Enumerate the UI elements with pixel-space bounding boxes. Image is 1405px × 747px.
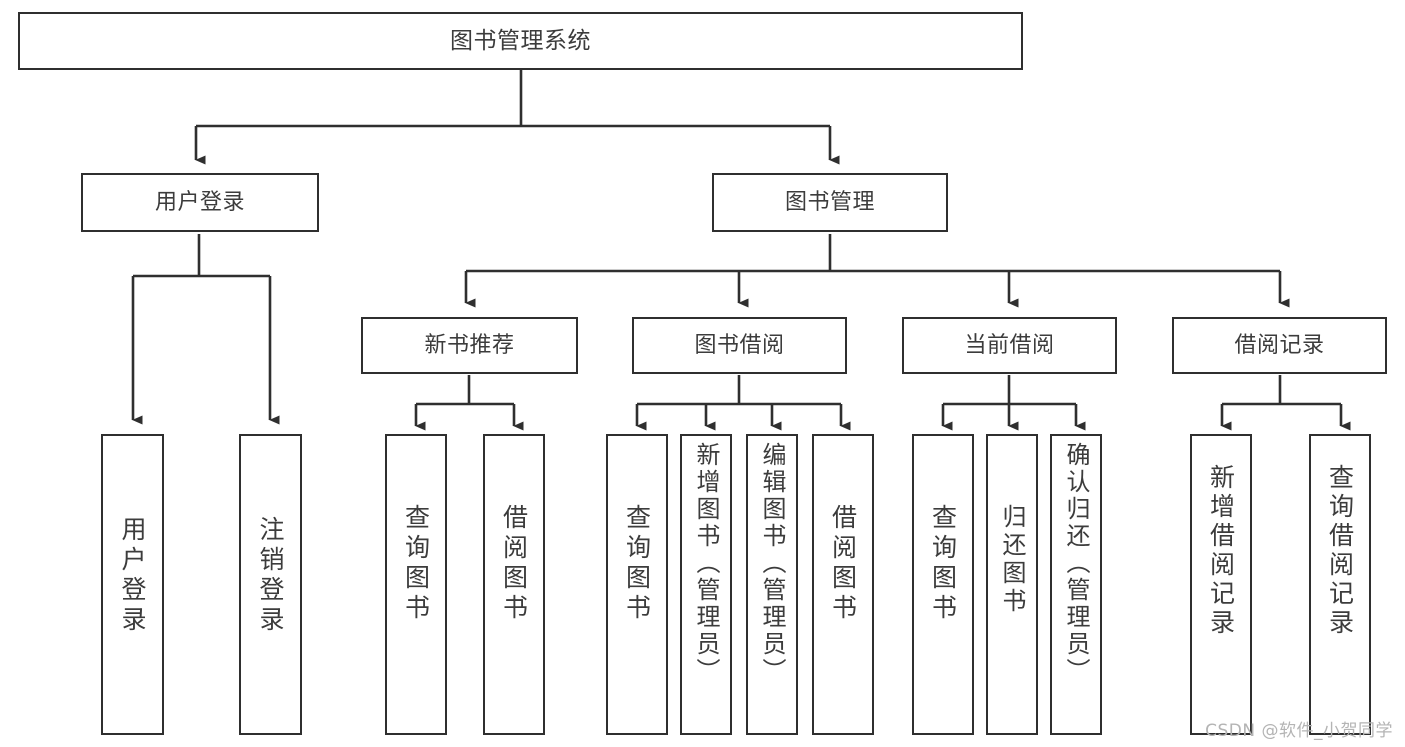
leaf-confirm-return[interactable]: 确认归还（管理员） — [1050, 434, 1102, 735]
leaf-borrow-book-rec[interactable]: 借阅图书 — [483, 434, 545, 735]
leaf-query-borrow-record[interactable]: 查询借阅记录 — [1309, 434, 1371, 735]
node-label: 查询图书 — [401, 504, 431, 624]
node-label: 归还图书 — [998, 504, 1026, 616]
leaf-query-book-borrow[interactable]: 查询图书 — [606, 434, 668, 735]
node-label: 借阅图书 — [828, 504, 858, 624]
leaf-return-book[interactable]: 归还图书 — [986, 434, 1038, 735]
node-label: 注销登录 — [256, 516, 285, 636]
leaf-add-borrow-record[interactable]: 新增借阅记录 — [1190, 434, 1252, 735]
leaf-edit-book[interactable]: 编辑图书（管理员） — [746, 434, 798, 735]
node-book-borrow[interactable]: 图书借阅 — [632, 317, 847, 374]
leaf-logout[interactable]: 注销登录 — [239, 434, 302, 735]
node-label: 图书管理 — [784, 189, 875, 215]
node-borrow-record[interactable]: 借阅记录 — [1172, 317, 1387, 374]
node-new-book-recommend[interactable]: 新书推荐 — [361, 317, 578, 374]
node-label: 用户登录 — [118, 516, 147, 636]
node-label: 图书管理系统 — [450, 27, 591, 54]
node-label: 新增借阅记录 — [1206, 464, 1236, 638]
node-label: 借阅记录 — [1234, 332, 1325, 358]
watermark-csdn: CSDN @软件_小贺同学 — [1205, 721, 1393, 741]
leaf-query-book-rec[interactable]: 查询图书 — [385, 434, 447, 735]
node-root-system[interactable]: 图书管理系统 — [18, 12, 1023, 70]
node-label: 查询借阅记录 — [1325, 464, 1355, 638]
leaf-query-book-current[interactable]: 查询图书 — [912, 434, 974, 735]
node-label: 查询图书 — [928, 504, 958, 624]
leaf-user-login[interactable]: 用户登录 — [101, 434, 164, 735]
node-label: 借阅图书 — [499, 504, 529, 624]
node-label: 确认归还（管理员） — [1062, 442, 1090, 685]
node-label: 用户登录 — [154, 189, 245, 215]
leaf-borrow-book-borrow[interactable]: 借阅图书 — [812, 434, 874, 735]
node-label: 当前借阅 — [964, 332, 1055, 358]
node-book-manage[interactable]: 图书管理 — [712, 173, 948, 232]
node-label: 新增图书（管理员） — [692, 442, 720, 685]
node-label: 查询图书 — [622, 504, 652, 624]
node-label: 新书推荐 — [424, 332, 515, 358]
node-user-login[interactable]: 用户登录 — [81, 173, 319, 232]
node-label: 编辑图书（管理员） — [758, 442, 786, 685]
node-label: 图书借阅 — [694, 332, 785, 358]
leaf-add-book[interactable]: 新增图书（管理员） — [680, 434, 732, 735]
node-current-borrow[interactable]: 当前借阅 — [902, 317, 1117, 374]
